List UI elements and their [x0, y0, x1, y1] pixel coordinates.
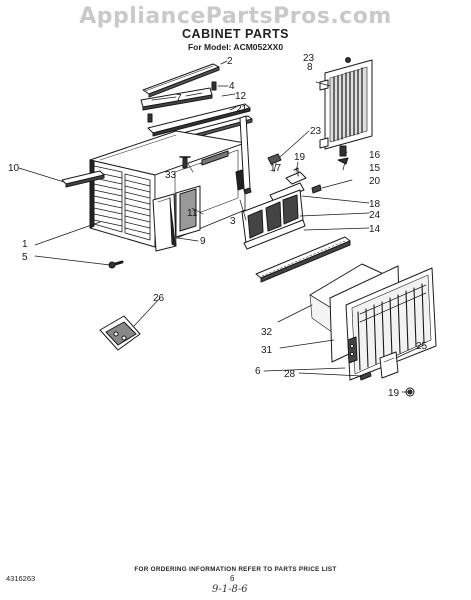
callout-4: 4 — [229, 81, 235, 92]
part-plate-25 — [379, 351, 399, 379]
callout-25: 25 — [416, 341, 428, 352]
callout-20: 20 — [369, 176, 381, 187]
part-screw-4 — [211, 81, 217, 91]
handwritten-note: 9-1-8-6 — [212, 584, 248, 595]
callout-11: 11 — [187, 208, 198, 219]
watermark: AppliancePartsPros.com — [79, 4, 392, 29]
part-screw-33 — [179, 156, 191, 169]
callout-28: 28 — [284, 369, 296, 380]
part-front-grille — [345, 267, 437, 381]
callout-24: 24 — [369, 210, 381, 221]
part-side-panel-9 — [152, 193, 177, 252]
callout-9: 9 — [200, 236, 206, 247]
part-vertical-rail-21 — [239, 115, 252, 195]
part-screw-23 — [345, 57, 351, 63]
part-clip-15 — [337, 157, 349, 165]
callout-3: 3 — [230, 216, 236, 227]
callout-2: 2 — [227, 56, 233, 67]
callout-1: 1 — [22, 239, 28, 250]
callout-23-top: 23 — [303, 53, 315, 64]
part-pin-28 — [359, 371, 372, 381]
model-subtitle: For Model: ACM052XX0 — [187, 42, 284, 52]
callout-32: 32 — [261, 327, 273, 338]
part-divider-11 — [175, 185, 201, 238]
callout-31: 31 — [261, 345, 273, 356]
part-bolt-5 — [108, 260, 124, 269]
part-clip-23 — [267, 153, 282, 165]
callout-14: 14 — [369, 224, 381, 235]
callout-7: 7 — [176, 93, 182, 104]
callout-12: 12 — [235, 91, 247, 102]
part-bracket-26 — [99, 315, 141, 351]
part-rear-grille-8 — [319, 59, 373, 150]
callout-33: 33 — [165, 170, 177, 181]
part-bracket-19 — [285, 167, 307, 185]
page-number: 6 — [230, 574, 235, 583]
part-slide-rail-10 — [61, 170, 105, 188]
callout-19-top: 19 — [294, 152, 306, 163]
part-screw-16 — [339, 145, 347, 157]
diagram-title: CABINET PARTS — [182, 27, 289, 41]
part-bracket-17 — [235, 169, 305, 203]
callout-8: 8 — [307, 62, 313, 73]
callout-26: 26 — [153, 293, 165, 304]
callout-17: 17 — [270, 163, 282, 174]
callout-labels: 2 4 7 12 21 23 8 23 10 33 19 17 16 15 20… — [8, 53, 428, 399]
callout-16: 16 — [369, 150, 381, 161]
callout-15: 15 — [369, 163, 381, 174]
part-top-rail — [142, 63, 220, 98]
callout-5: 5 — [22, 252, 28, 263]
part-strip-24 — [243, 219, 306, 250]
callout-18: 18 — [369, 199, 381, 210]
callout-19-bottom: 19 — [388, 388, 400, 399]
callout-21: 21 — [236, 104, 248, 115]
callout-23-mid: 23 — [310, 126, 322, 137]
part-lower-rail-14 — [255, 236, 351, 283]
callout-6: 6 — [255, 366, 261, 377]
ordering-note: FOR ORDERING INFORMATION REFER TO PARTS … — [134, 566, 337, 573]
part-rail-7 — [140, 87, 213, 123]
part-baffle-18 — [241, 189, 304, 244]
callout-10: 10 — [8, 163, 20, 174]
part-clip-20 — [311, 184, 322, 194]
document-number: 4316263 — [6, 574, 36, 583]
leader-lines — [18, 60, 425, 393]
